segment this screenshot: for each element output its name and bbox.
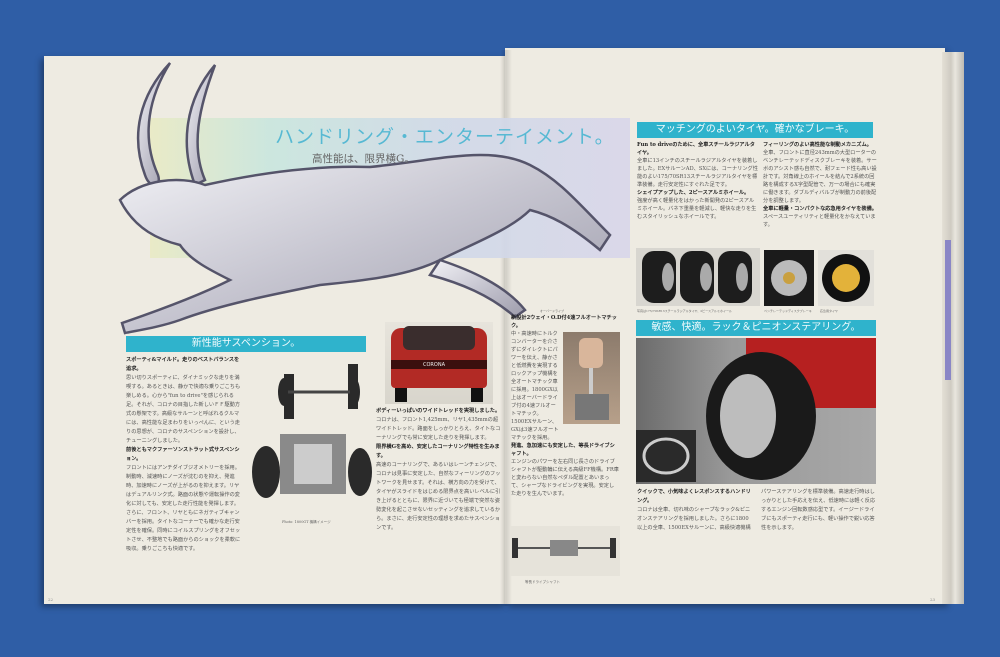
car-rear-photo: CORONA	[385, 322, 493, 404]
tires-photo	[636, 248, 760, 306]
subheading: クイックで、小気味よくレスポンスするハンドリング。	[637, 489, 751, 504]
body-text: エンジンのパワーを左右同じ長さのドライブシャフトが駆動輪に伝える高級FF機構。F…	[511, 459, 619, 497]
disc-brake-photo	[764, 250, 814, 306]
body-text: 中・高速時にトルクコンバーターを介さずにダイレクトにパワーを伝え、静かさと低燃費…	[511, 331, 559, 441]
headline-subtitle: 高性能は、限界横G。	[312, 153, 415, 165]
subheading: 全車に軽量・コンパクトな応急用タイヤを装備。	[763, 206, 877, 212]
chassis-photo	[252, 364, 372, 498]
body-text: 全車、フロントに直径243mmの大型ローターのベンチレーテッドディスクブレーキを…	[763, 150, 877, 204]
subheading: ボディーいっぱいのワイドトレッドを実現しました。	[376, 408, 501, 414]
body-text: 全車に13インチのスチールラジアルタイヤを装着しました。EXサルーンAD、SXに…	[637, 158, 758, 188]
subheading: フィーリングのよい高性能な制動メカニズム。	[763, 142, 872, 148]
tire-text-column: Fun to driveのために、全車スチールラジアルタイヤ。 全車に13インチ…	[637, 141, 759, 221]
antelope-illustration	[118, 62, 612, 335]
page-number-right: 23	[930, 597, 936, 602]
chassis-caption: Photo: 1800GT 機構イメージ	[282, 520, 331, 524]
brake-text-column: フィーリングのよい高性能な制動メカニズム。 全車、フロントに直径243mmの大型…	[763, 141, 878, 229]
subheading: 限界横Gを高め、安定したコーナリング特性を生みます。	[376, 444, 500, 459]
body-text: フロントにはアンチダイブジオメトリーを採用。制動時、減速時にノーズが沈むのを抑え…	[126, 465, 241, 552]
body-text: コロナは全車、切れ味のシャープなラック&ピニオンステアリングを採用しました。さら…	[637, 489, 876, 531]
page-tab-marker	[945, 240, 951, 380]
subheading: 前後ともマクファーソンストラット式サスペンション。	[126, 447, 240, 462]
section-band-tires: マッチングのよいタイヤ。確かなブレーキ。	[637, 122, 873, 138]
body-text: 高速のコーナリングで、あるいはレーンチェンジで、コロナは見事に安定した、自然なフ…	[376, 462, 501, 531]
subheading: スポーティ&マイルド。走りのベストバランスを追求。	[126, 357, 240, 372]
body-text: 強度が高く軽量化をはかった新開発の2ピースアルミホイール。バネ下重量を軽減し、軽…	[637, 198, 757, 220]
subheading: シェイプアップした、2ピースアルミホイール。	[637, 190, 750, 196]
subheading: Fun to driveのために、全車スチールラジアルタイヤ。	[637, 142, 755, 156]
page-edges	[942, 52, 964, 604]
tread-text-column: ボディーいっぱいのワイドトレッドを実現しました。 コロナは、フロント1,425m…	[376, 407, 501, 533]
shaft-caption: 等長ドライブシャフト	[525, 580, 560, 584]
subheading: 発進、急加速にも安定した、等長ドライブシャフト。	[511, 443, 615, 457]
spare-caption: 応急用タイヤ	[820, 309, 838, 313]
body-text: 思い切りスポーティに、ダイナミックな走りを満喫する。あるときは、静かで快適な乗り…	[126, 375, 241, 444]
drive-shaft-photo	[510, 526, 620, 576]
steering-text: クイックで、小気味よくレスポンスするハンドリング。 コロナは全車、切れ味のシャー…	[637, 488, 877, 533]
steering-wheel-inset-photo	[636, 430, 696, 482]
shift-lever-photo	[563, 332, 620, 424]
section-band-steering: 敏感、快適。ラック＆ピニオンステアリング。	[636, 320, 876, 336]
page-number-left: 22	[48, 597, 54, 602]
ruby-text: オーバードライブ	[540, 309, 564, 313]
body-text: コロナは、フロント1,425mm、リヤ1,435mmの超ワイドトレッド。路面をし…	[376, 417, 501, 441]
body-text: スペースユーティリティと軽量化をかなえています。	[763, 214, 876, 228]
spare-tire-photo	[818, 250, 874, 306]
car-badge: CORONA	[423, 362, 445, 368]
section-band-suspension: 新性能サスペンション。	[126, 336, 366, 352]
transmission-text: 新設計2ウェイ・O.D付4速フルオートマチック。 中・高速時にトルクコンバーター…	[511, 314, 619, 498]
brake-caption: ベンチレーテッドディスクブレーキ	[764, 309, 812, 313]
subheading: 新設計2ウェイ・O.D付4速フルオートマチック。	[511, 315, 617, 329]
tire-caption: 写真は175/70SR13スチールラジアルタイヤ、2ピースアルミホイール	[637, 309, 732, 313]
headline-title: ハンドリング・エンターテイメント。	[275, 126, 615, 148]
suspension-text-column: スポーティ&マイルド。走りのベストバランスを追求。 思い切りスポーティに、ダイナ…	[126, 356, 244, 554]
